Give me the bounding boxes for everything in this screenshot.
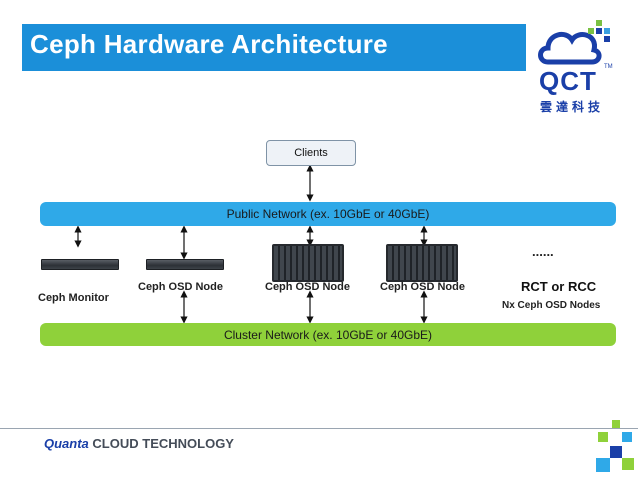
- footer-brand-rest: CLOUD TECHNOLOGY: [92, 436, 234, 451]
- footer-divider: [0, 428, 638, 429]
- trademark-mark: TM: [604, 64, 613, 70]
- qct-chinese-name: 雲達科技: [540, 100, 605, 114]
- title-bar: [22, 24, 526, 71]
- ceph-osd-1u-server-icon: [146, 259, 224, 270]
- node-label-osd-2: Ceph OSD Node: [265, 281, 350, 293]
- ceph-osd-4u-server-icon: [272, 244, 344, 282]
- rct-or-rcc-label: RCT or RCC: [521, 279, 597, 294]
- ceph-monitor-server-icon: [41, 259, 119, 270]
- nx-ceph-osd-nodes-label: Nx Ceph OSD Nodes: [502, 300, 601, 311]
- page-title: Ceph Hardware Architecture: [30, 29, 388, 59]
- footer-brand: Quanta CLOUD TECHNOLOGY: [44, 436, 234, 451]
- ceph-osd-4u-server-icon-2: [386, 244, 458, 282]
- public-network-bar: Public Network (ex. 10GbE or 40GbE): [40, 202, 616, 226]
- node-label-monitor: Ceph Monitor: [38, 292, 109, 304]
- footer-brand-quanta: Quanta: [44, 436, 89, 451]
- qct-cloud-logo-icon: [538, 31, 602, 65]
- node-label-osd-1: Ceph OSD Node: [138, 281, 223, 293]
- cluster-network-bar: Cluster Network (ex. 10GbE or 40GbE): [40, 323, 616, 346]
- clients-box: Clients: [266, 140, 356, 166]
- logo-pixel-squares-icon: [588, 20, 610, 42]
- node-label-osd-3: Ceph OSD Node: [380, 281, 465, 293]
- more-nodes-ellipsis: ......: [532, 244, 554, 259]
- qct-logo-text: QCT: [539, 66, 597, 96]
